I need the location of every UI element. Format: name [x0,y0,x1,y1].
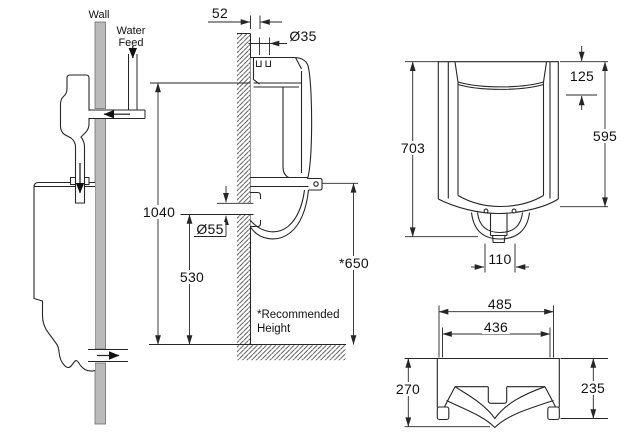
screw-hole-left [483,208,489,214]
outlet-stub [489,213,508,244]
dim-overall-width: 485 [485,296,515,312]
dim-inlet-height: 1040 [140,204,178,220]
section-view [149,15,358,361]
screw-hole-right [511,208,517,214]
flow-arrows [75,46,137,194]
bowl-outer [250,189,310,240]
plan-dimensions [404,305,608,428]
water-feed-pipe [88,54,146,119]
recommended-height-note: *Recommended Height [257,309,339,336]
outlet-spud [250,191,262,228]
dim-body-depth: 235 [578,380,608,396]
dim-outlet-height: 530 [177,269,207,285]
dim-body-height: 595 [590,128,620,144]
bowl-rim-outer [446,399,554,429]
urinal-side-silhouette [33,181,96,372]
drain-opening [487,386,508,404]
dim-inlet-diameter: Ø35 [289,28,317,44]
floor-hatch [149,344,346,361]
foot-right [547,406,560,421]
foot-left [436,406,450,421]
dim-wall-offset: 52 [211,5,229,21]
water-feed-label: Water Feed [116,25,146,49]
dim-bowl-width: 436 [481,319,511,335]
plan-view [404,305,608,429]
front-bottom-curve [438,198,559,215]
side-installation-view [33,21,146,425]
fixing-bracket [307,177,323,191]
bowl-inner [250,189,306,233]
dim-outlet-diameter: Ø55 [194,221,226,237]
trap-dome [470,212,531,240]
dim-outlet-width: 110 [486,251,514,267]
dim-inlet-section-height: 125 [567,68,597,84]
wall-label: Wall [88,9,110,21]
flush-valve [59,74,90,204]
dim-overall-height: 703 [398,140,428,156]
dim-overall-depth: 270 [393,381,423,397]
note-line-2: Height [257,322,291,335]
wall-hatch [237,33,251,345]
drain-outlet-pipe [88,349,128,362]
bowl-rim-inner [454,386,546,420]
urinal-section-profile [250,56,323,240]
note-line-1: *Recommended [257,309,340,321]
top-inner-curve [457,81,544,90]
wall-section [94,21,106,425]
front-view [405,46,608,273]
dim-rim-height: *650 [336,255,372,271]
